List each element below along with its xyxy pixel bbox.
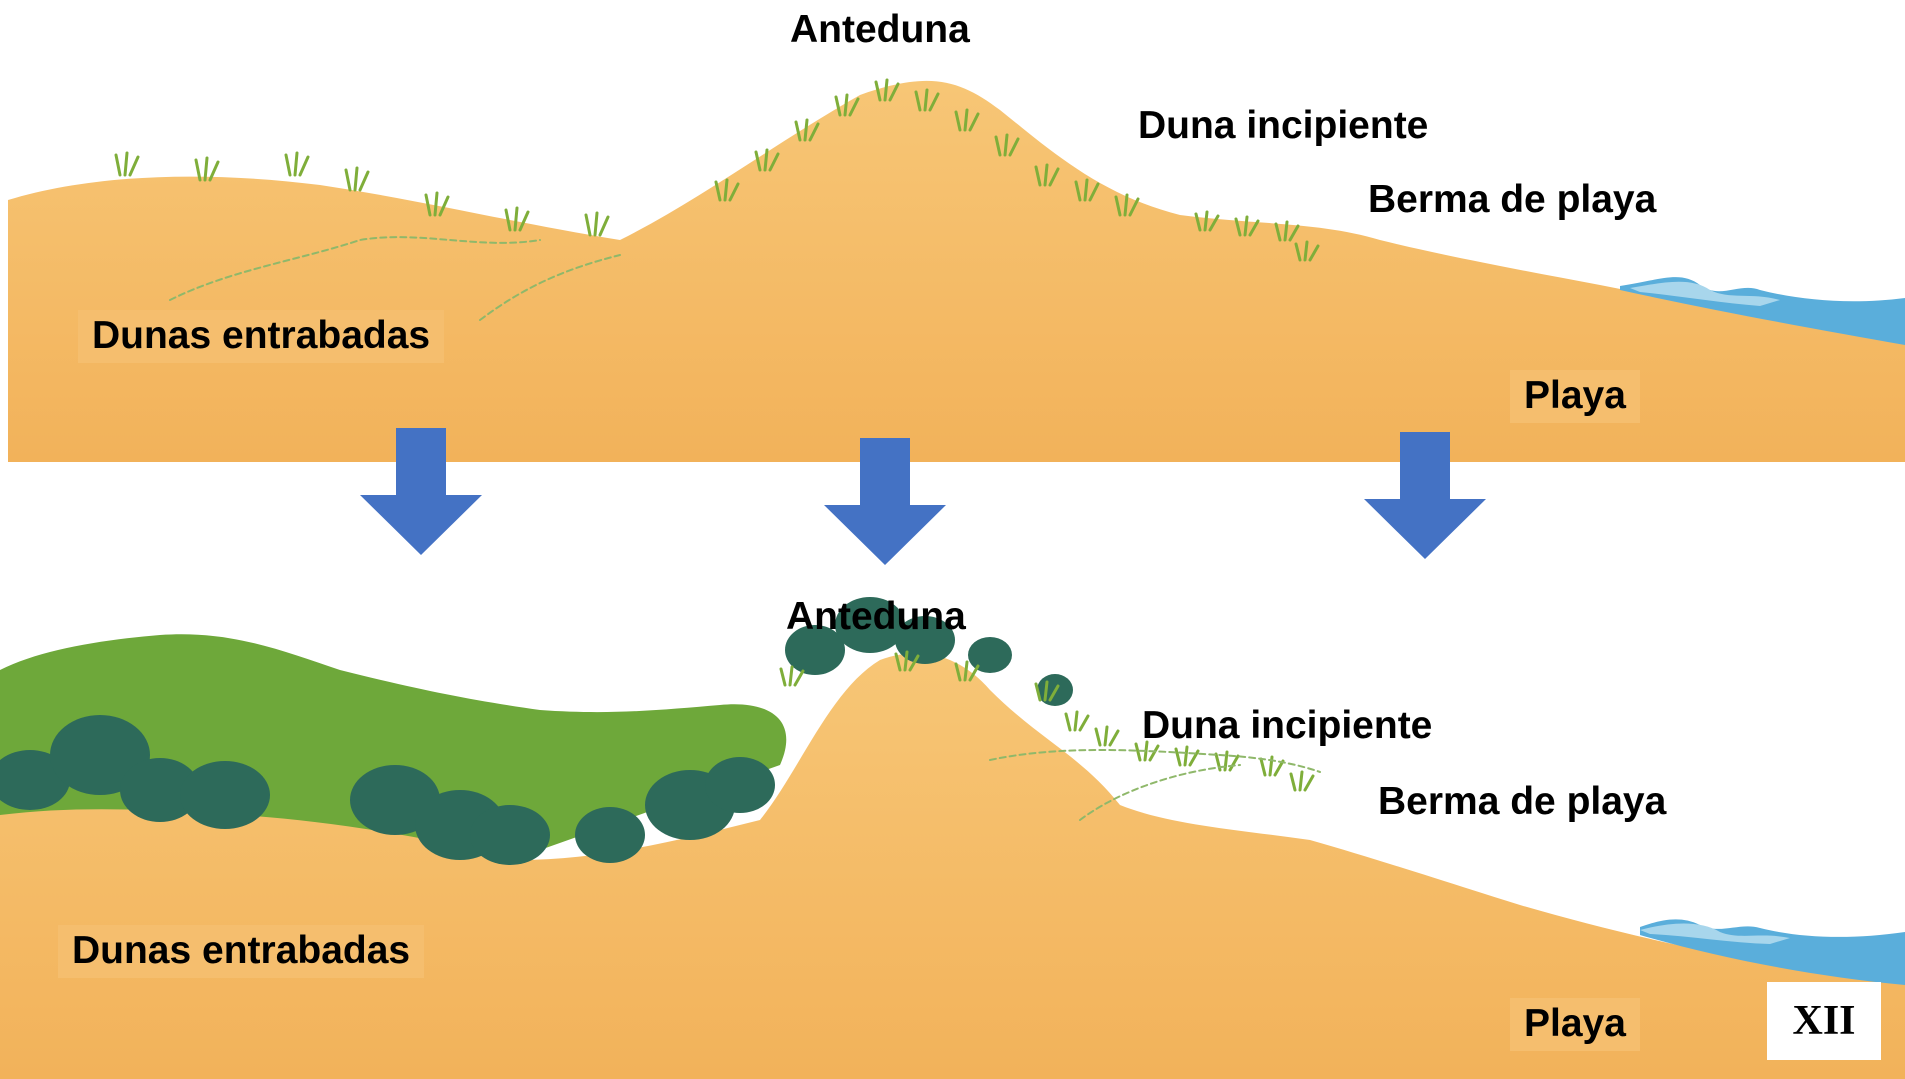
top-label-berma: Berma de playa <box>1368 180 1656 219</box>
figure-number-badge: XII <box>1767 982 1881 1060</box>
arrow-down-icon <box>1364 432 1486 559</box>
top-scene: Anteduna Duna incipiente Berma de playa … <box>0 0 1905 470</box>
bottom-label-berma: Berma de playa <box>1378 782 1666 821</box>
bottom-label-anteduna: Anteduna <box>786 597 966 636</box>
bottom-label-dunas-entrabadas: Dunas entrabadas <box>58 925 424 978</box>
bottom-label-duna-incipiente: Duna incipiente <box>1142 706 1432 745</box>
top-label-anteduna: Anteduna <box>790 10 970 49</box>
bottom-label-playa: Playa <box>1510 998 1640 1051</box>
top-label-dunas-entrabadas: Dunas entrabadas <box>78 310 444 363</box>
arrow-down-icon <box>360 428 482 555</box>
top-label-duna-incipiente: Duna incipiente <box>1138 106 1428 145</box>
bottom-scene: Anteduna Duna incipiente Berma de playa … <box>0 560 1905 1079</box>
arrow-down-icon <box>824 438 946 565</box>
top-label-playa: Playa <box>1510 370 1640 423</box>
